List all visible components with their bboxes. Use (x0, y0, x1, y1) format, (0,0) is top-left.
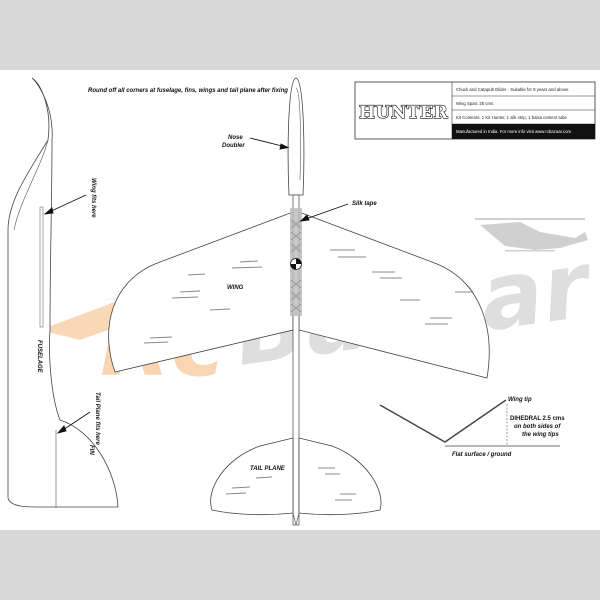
tail-plane-grain-lines (225, 467, 356, 501)
right-wing-outline (298, 211, 490, 379)
tail-plane-outline-right (298, 437, 382, 516)
silk-tape-cross-marks (290, 219, 302, 313)
fuselage-tail-end (292, 512, 300, 526)
wing-tip-label: Wing tip (508, 397, 532, 403)
tail-plane-fits-arrow (56, 411, 91, 434)
dihedral-label-line3: the wing tips (522, 432, 559, 438)
fuselage-label: FUSELAGE (36, 340, 42, 374)
center-of-gravity-icon (290, 258, 302, 270)
watermark-helicopter-icon (475, 218, 588, 252)
nose-doubler-label-line2: Doubler (222, 143, 245, 149)
dihedral-label-line2: on both sides of (514, 424, 561, 430)
nose-doubler-arrow (249, 137, 290, 150)
tail-plane-fits-here-label: Tail Plane fits here (94, 392, 100, 445)
tail-plane-label: TAIL PLANE (250, 466, 286, 472)
nose-doubler-label-line1: Nose (228, 135, 243, 141)
fin-label: FIN (88, 445, 94, 455)
info-box-dark-row (452, 124, 595, 139)
left-wing-grain-lines (143, 260, 263, 344)
dihedral-wing-line (379, 399, 507, 443)
fuselage-template: Wing fits here FUSELAGE Tail Plane fits … (7, 77, 119, 508)
wing-slot (39, 206, 44, 328)
info-line-3: Kit Contents: 1 Kit Hunter, 1 silk strip… (456, 115, 567, 120)
instruction-text: Round off all corners at fuselage, fins,… (88, 88, 288, 94)
info-line-2: Wing Span: 25 cms (456, 101, 493, 106)
wing-label: WING (227, 285, 244, 291)
right-wing-grain-lines (330, 249, 472, 325)
silk-tape-arrow (299, 203, 349, 222)
info-line-4: Manufactured in India. For more info vis… (456, 129, 572, 134)
flat-surface-label: Flat surface / ground (452, 452, 512, 458)
fuselage-nose-line (13, 139, 49, 231)
fuselage-outline (7, 77, 119, 508)
dihedral-diagram: Wing tip DIHEDRAL 2.5 cms on both sides … (379, 397, 565, 458)
tail-plane-outline (210, 437, 294, 516)
info-box: HUNTER Chuck and Catapult Glider - Suita… (354, 81, 596, 140)
wing-assembly: WING (108, 211, 490, 379)
info-line-1: Chuck and Catapult Glider - Suitable for… (456, 87, 569, 92)
center-fuselage: Nose Doubler Silk tape (222, 77, 377, 526)
hunter-logo: HUNTER (359, 103, 449, 123)
wing-fits-here-label: Wing fits here (90, 178, 96, 218)
dihedral-label-line1: DIHEDRAL 2.5 cms (510, 416, 565, 422)
silk-tape-label: Silk tape (352, 201, 377, 207)
left-wing-outline (108, 211, 294, 373)
nose-doubler-inner (295, 87, 301, 181)
wing-fits-arrow (43, 194, 87, 215)
tail-plane: TAIL PLANE (210, 437, 382, 526)
nose-doubler-outline (287, 77, 305, 196)
